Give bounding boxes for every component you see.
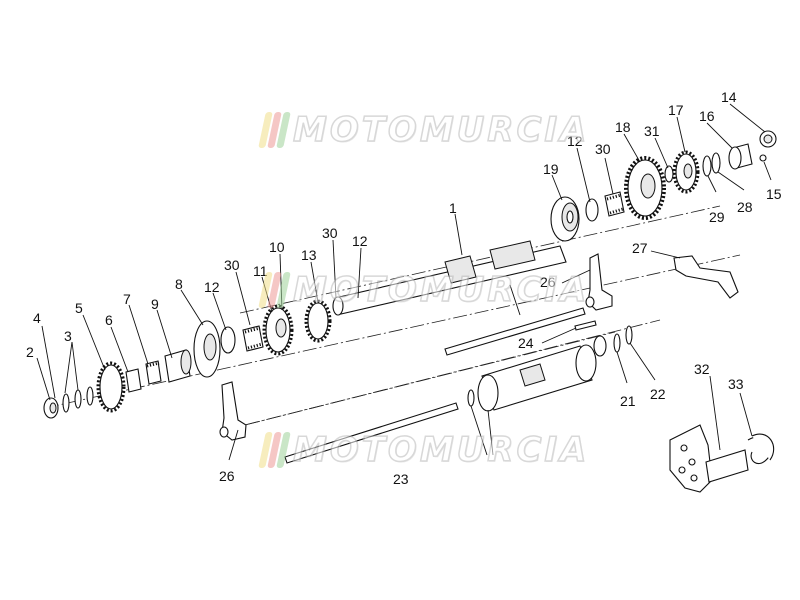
callout-10: 10 (269, 239, 285, 255)
watermark-flag-icon (258, 432, 291, 468)
shift-quadrant-32 (669, 424, 749, 493)
callout-26b: 26 (219, 468, 235, 484)
callout-18: 18 (615, 119, 631, 135)
bearing-7 (145, 360, 162, 385)
callout-27: 27 (632, 240, 648, 256)
gear-17 (672, 150, 700, 194)
callout-30c: 30 (595, 141, 611, 157)
callout-30b: 30 (322, 225, 338, 241)
callout-12a: 12 (204, 279, 220, 295)
nut-2 (43, 397, 59, 419)
washers-3-4 (62, 386, 94, 413)
callout-3: 3 (64, 328, 72, 344)
callout-33: 33 (728, 376, 744, 392)
bush-6 (125, 368, 142, 393)
callout-7: 7 (123, 291, 131, 307)
shift-fork-26-left (219, 381, 247, 441)
needle-bearing-30-right (604, 191, 625, 217)
leader-lines (36, 103, 772, 461)
callout-4: 4 (33, 310, 41, 326)
callout-28: 28 (737, 199, 753, 215)
washer-drum-left (467, 389, 475, 407)
axis-lines (44, 205, 741, 431)
fork-rod-23 (284, 402, 459, 464)
spring-pin-24 (574, 320, 597, 331)
shift-fork-26-right (585, 253, 613, 311)
callout-29: 29 (709, 209, 725, 225)
callout-15: 15 (766, 186, 782, 202)
watermark-text: MOTOMURCIA (292, 269, 590, 311)
callout-22: 22 (650, 386, 666, 402)
bearing-16 (728, 143, 753, 170)
callout-19: 19 (543, 161, 559, 177)
washers-28-29 (702, 152, 721, 177)
ball-15 (759, 154, 767, 162)
fork-rod-24 (444, 307, 586, 356)
callout-23: 23 (393, 471, 409, 487)
callout-12c: 12 (567, 133, 583, 149)
gear-9 (164, 349, 192, 383)
bush-12-right (585, 198, 599, 222)
gear-18 (624, 156, 666, 220)
callout-26a: 26 (540, 274, 556, 290)
callout-2: 2 (26, 344, 34, 360)
main-shaft (332, 240, 567, 316)
shift-fork-27 (673, 255, 739, 299)
callout-5: 5 (75, 300, 83, 316)
callout-21: 21 (620, 393, 636, 409)
watermark-flag-icon (258, 272, 291, 308)
callout-30a: 30 (224, 257, 240, 273)
callout-17: 17 (668, 102, 684, 118)
watermark-flag-icon (258, 112, 291, 148)
return-spring-33 (747, 433, 775, 465)
callout-1: 1 (449, 200, 457, 216)
washers-21-22 (613, 325, 633, 353)
callout-12b: 12 (352, 233, 368, 249)
watermark-logo-middle: MOTOMURCIA (258, 268, 590, 312)
callout-6: 6 (105, 312, 113, 328)
nut-14 (759, 130, 777, 148)
watermark-text: MOTOMURCIA (292, 429, 590, 471)
callout-31: 31 (644, 123, 660, 139)
watermark-logo-top: MOTOMURCIA (258, 108, 590, 152)
watermark-text: MOTOMURCIA (292, 109, 590, 151)
callout-8: 8 (175, 276, 183, 292)
gear-5 (96, 361, 126, 413)
callout-13: 13 (301, 247, 317, 263)
gear-8 (193, 320, 221, 378)
gear-19 (550, 196, 580, 242)
callout-16: 16 (699, 108, 715, 124)
callout-14: 14 (721, 89, 737, 105)
bush-12-left (220, 326, 236, 354)
callout-9: 9 (151, 296, 159, 312)
selector-drum (477, 335, 607, 412)
callout-32: 32 (694, 361, 710, 377)
part-callouts: 1 2 3 4 5 6 7 8 9 10 11 12 12 12 13 14 1… (26, 89, 782, 487)
needle-bearing-30-left (242, 325, 264, 352)
callout-24: 24 (518, 335, 534, 351)
gear-10-11 (262, 304, 294, 356)
circlip-31 (664, 165, 674, 183)
watermark-logo-bottom: MOTOMURCIA (258, 428, 590, 472)
